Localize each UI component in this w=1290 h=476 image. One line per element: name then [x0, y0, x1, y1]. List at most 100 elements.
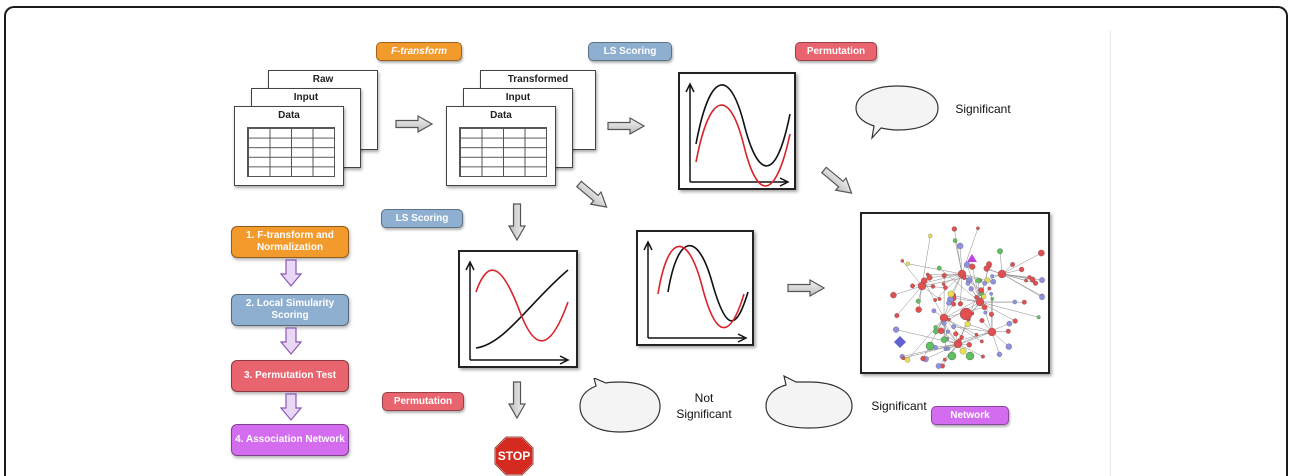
network-node: [1013, 300, 1017, 304]
network-node: [943, 285, 947, 289]
network-node: [916, 307, 922, 313]
network-node: [953, 239, 957, 243]
network-node: [926, 342, 934, 350]
stop-sign: STOP: [494, 436, 534, 476]
network-node: [934, 325, 938, 329]
network-node: [942, 321, 947, 326]
network-node: [969, 286, 974, 291]
bubble-significant-top: Significant: [854, 82, 940, 142]
network-node: [982, 305, 987, 310]
network-node: [942, 273, 947, 278]
arrow-to-mid-graph: [574, 178, 612, 213]
network-node: [988, 287, 991, 290]
network-node: [1013, 319, 1018, 324]
graph-not-significant: [458, 250, 578, 368]
network-node: [980, 318, 985, 323]
network-node: [948, 352, 956, 360]
arrow-to-network-top: [819, 164, 857, 199]
arrow-down-to-stop: [509, 382, 525, 418]
network-node: [1010, 262, 1015, 267]
network-node: [893, 327, 899, 333]
network-node: [988, 328, 996, 336]
network-node: [975, 333, 978, 336]
network-node: [953, 332, 958, 337]
network-node: [937, 266, 941, 270]
network-node: [933, 329, 938, 334]
network-node: [1039, 295, 1044, 300]
network-node: [902, 357, 905, 360]
right-divider: [1110, 30, 1111, 476]
network-node: [951, 302, 956, 307]
arrow-to-network-mid: [788, 280, 824, 296]
network-node: [942, 282, 945, 285]
network-node: [926, 273, 929, 276]
network-node: [1033, 281, 1038, 286]
network-node: [997, 248, 1002, 253]
network-node: [974, 295, 978, 299]
network-node: [1037, 315, 1041, 319]
network-node: [890, 292, 896, 298]
stop-sign-text: STOP: [494, 449, 534, 463]
network-panel: [860, 212, 1050, 374]
network-node: [962, 276, 966, 280]
graph-significant-mid: [636, 230, 754, 346]
network-node: [941, 337, 947, 343]
network-node: [952, 227, 957, 232]
network-node: [998, 270, 1006, 278]
network-node: [969, 264, 975, 270]
network-node: [910, 284, 914, 288]
network-node: [989, 312, 994, 317]
network-node: [906, 262, 910, 266]
bubble-not-text-line2: Significant: [662, 407, 746, 421]
network-node: [990, 274, 994, 278]
diagram-frame: F-transform LS Scoring Permutation LS Sc…: [4, 6, 1288, 476]
network-node: [965, 321, 971, 327]
network-node: [921, 278, 927, 284]
network-nodes: [890, 227, 1044, 369]
network-node: [1024, 279, 1027, 282]
network-node: [958, 301, 963, 306]
network-node: [943, 358, 946, 361]
network-node: [895, 313, 900, 318]
network-node: [986, 261, 992, 267]
network-node: [928, 234, 932, 238]
arrow-to-top-graph: [608, 118, 644, 134]
network-node: [982, 294, 987, 299]
network-node: [936, 363, 941, 368]
network-node: [960, 335, 964, 339]
network-node: [1038, 250, 1044, 256]
network-node: [938, 297, 941, 300]
network-node: [960, 308, 972, 320]
network-node: [982, 281, 987, 286]
bubble-significant-top-text: Significant: [940, 102, 1026, 116]
graph-significant-top: [678, 72, 796, 190]
network-node: [966, 281, 970, 285]
bubble-not-text-line1: Not: [662, 391, 746, 405]
network-node: [938, 328, 944, 334]
network-node: [984, 311, 988, 315]
network-node: [894, 336, 906, 348]
network-node: [976, 278, 981, 283]
network-node: [932, 309, 936, 313]
network-node: [966, 352, 974, 360]
network-node: [960, 348, 966, 354]
network-node: [905, 357, 910, 362]
network-node: [921, 356, 926, 361]
network-node: [976, 227, 979, 230]
network-node: [967, 342, 972, 347]
network-node: [946, 330, 950, 334]
network-node: [951, 324, 955, 328]
network-node: [1039, 277, 1044, 282]
bubble-significant-bottom: Significant: [764, 372, 854, 432]
arrow-raw-to-transformed: [396, 116, 432, 132]
network-node: [1022, 300, 1026, 304]
network-node: [989, 292, 992, 295]
network-node: [948, 291, 954, 297]
network-node: [980, 340, 983, 343]
network-node: [997, 352, 1002, 357]
network-node: [978, 287, 984, 293]
network-node: [946, 301, 951, 306]
network-node: [981, 355, 985, 359]
network-node: [991, 279, 996, 284]
network-node: [916, 299, 921, 304]
